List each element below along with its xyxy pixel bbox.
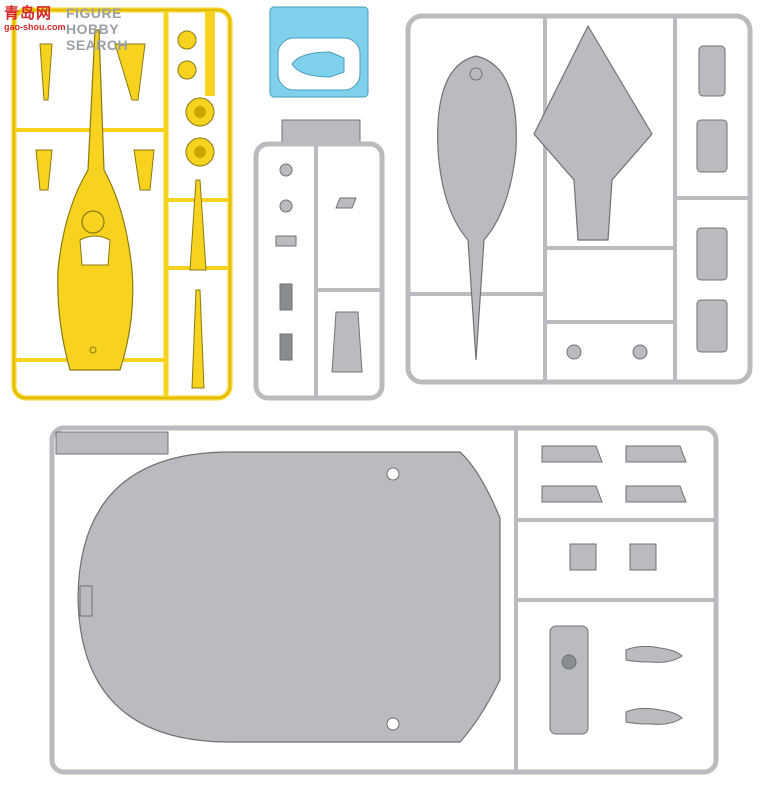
rotor-disc (177, 60, 197, 80)
sprue-tab (55, 431, 169, 455)
sprue-frame (405, 13, 753, 385)
fuselage-shell (437, 55, 517, 361)
rotor-blade (625, 485, 687, 503)
control-console (549, 625, 589, 735)
tail-fin (39, 43, 53, 101)
sprue-gray-deck (49, 425, 719, 775)
instrument-block (279, 283, 293, 311)
sprue-tab (281, 119, 361, 145)
rotor-blade (625, 445, 687, 463)
seat (331, 311, 363, 373)
sprue-gray-small (253, 119, 385, 401)
instrument-block (279, 333, 293, 361)
pilot-figure (625, 645, 683, 663)
delta-wing (533, 24, 653, 241)
side-door (696, 119, 728, 173)
small-fitting (279, 163, 293, 177)
watermark-chinese: 青岛网 (4, 5, 53, 22)
small-part (35, 149, 53, 191)
deck-pin (386, 717, 400, 731)
rotor-blade (541, 445, 603, 463)
sprue-yellow (11, 7, 233, 401)
hatch (569, 543, 597, 571)
rotor-disc-center (194, 146, 206, 158)
landing-deck (77, 451, 501, 743)
seat (335, 197, 357, 209)
small-peg (566, 344, 582, 360)
small-peg (632, 344, 648, 360)
helicopter-body (57, 29, 134, 371)
sprue-frame-outline (13, 9, 231, 399)
watermark-english: FIGURE HOBBY SEARCH (66, 5, 129, 53)
console-knob (561, 654, 577, 670)
body-pin (89, 346, 97, 354)
tail-fin (114, 43, 146, 101)
rotor-disc-center (194, 106, 206, 118)
sprue-frame (253, 141, 385, 401)
main-rotor-mast (191, 289, 205, 389)
rotor-disc (177, 30, 197, 50)
main-rotor-mast (189, 179, 207, 271)
hatch (629, 543, 657, 571)
small-part (133, 149, 155, 191)
hatch (79, 585, 93, 617)
small-fitting (279, 199, 293, 213)
small-fitting (275, 235, 297, 247)
cockpit-opening (79, 235, 111, 266)
sprue-clear (269, 6, 369, 98)
sprue-gray-hull (405, 13, 753, 385)
watermark-url: gao-shou.com (4, 22, 66, 32)
side-door (696, 227, 728, 281)
watermark: 青岛网 FIGURE HOBBY SEARCH gao-shou.com (4, 2, 174, 53)
rotor-hub (81, 210, 105, 234)
fuselage-hub (469, 67, 483, 81)
side-door (698, 45, 726, 97)
pilot-figure (625, 707, 683, 725)
sprue-frame (49, 425, 719, 775)
canopy-window (291, 51, 345, 78)
rotor-blade (541, 485, 603, 503)
deck-pin (386, 467, 400, 481)
side-door (696, 299, 728, 353)
